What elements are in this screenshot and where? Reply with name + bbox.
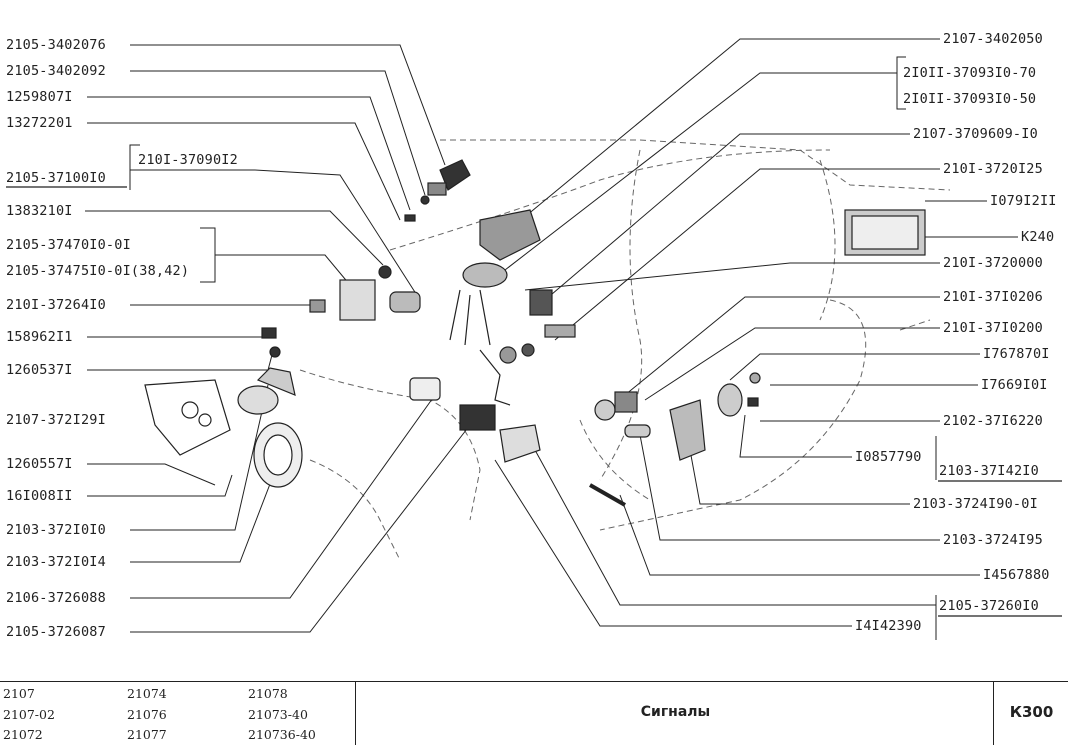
part-label-15896211: 158962I1 bbox=[6, 329, 73, 345]
part-label-17678701: I767870I bbox=[983, 346, 1050, 362]
part-label-2101-3710206: 210I-37I0206 bbox=[943, 289, 1043, 305]
part-label-2103-3724190-01: 2103-3724I90-0I bbox=[913, 496, 1038, 512]
part-instrument-cluster bbox=[844, 209, 926, 256]
part-label-2102-3716220: 2102-37I6220 bbox=[943, 413, 1043, 429]
part-horn-left bbox=[144, 327, 303, 488]
part-label-2105-3726010: 2105-37260I0 bbox=[939, 598, 1039, 614]
part-label-k240: K240 bbox=[1021, 229, 1055, 245]
part-label-12605371: 1260537I bbox=[6, 362, 73, 378]
car-body-outline bbox=[299, 139, 951, 561]
model-code: 2107-02 bbox=[3, 707, 55, 722]
part-label-2103-3721014: 2103-372I0I4 bbox=[6, 554, 106, 570]
part-label-14142390: I4I42390 bbox=[855, 618, 922, 634]
part-label-13272201: 13272201 bbox=[6, 115, 73, 131]
footer-divider bbox=[355, 682, 356, 745]
part-label-12598071: 1259807I bbox=[6, 89, 73, 105]
part-label-14567880: I4567880 bbox=[983, 567, 1050, 583]
part-label-2105-3726087: 2105-3726087 bbox=[6, 624, 106, 640]
model-code: 21072 bbox=[3, 727, 43, 742]
model-code: 21077 bbox=[127, 727, 167, 742]
footer-table: 2107 2107-02 21072 21074 21076 21077 210… bbox=[0, 681, 1068, 745]
parts-diagram bbox=[6, 38, 1062, 640]
part-label-2105-3747010-01: 2105-37470I0-0I bbox=[6, 237, 131, 253]
footer-divider bbox=[993, 682, 994, 745]
part-steering-switch bbox=[404, 159, 576, 406]
part-label-2103-3721010: 2103-372I0I0 bbox=[6, 522, 106, 538]
part-label-2105-3747510-01: 2105-37475I0-0I(38,42) bbox=[6, 263, 190, 279]
part-label-2103-3714210: 2103-37I42I0 bbox=[939, 463, 1039, 479]
part-label-2106-3726088: 2106-3726088 bbox=[6, 590, 106, 606]
part-label-2101-3720125: 210I-3720I25 bbox=[943, 161, 1043, 177]
part-label-10857790: I0857790 bbox=[855, 449, 922, 465]
part-relay bbox=[309, 265, 421, 321]
part-label-2107-3721291: 2107-372I29I bbox=[6, 412, 106, 428]
model-code: 210736-40 bbox=[248, 727, 316, 742]
part-label-21011-3709310-70: 2I0II-37093I0-70 bbox=[903, 65, 1037, 81]
part-label-2103-3724195: 2103-3724I95 bbox=[943, 532, 1043, 548]
model-code: 21073-40 bbox=[248, 707, 308, 722]
leader-lines bbox=[85, 44, 471, 633]
part-label-17669101: I7669I0I bbox=[981, 377, 1048, 393]
part-label-2101-3720000: 210I-3720000 bbox=[943, 255, 1043, 271]
part-label-2101-3710200: 210I-37I0200 bbox=[943, 320, 1043, 336]
part-label-2105-3402076: 2105-3402076 bbox=[6, 37, 106, 53]
part-label-10791211: I079I2II bbox=[990, 193, 1057, 209]
model-code: 2107 bbox=[3, 686, 35, 701]
part-label-13832101: 1383210I bbox=[6, 203, 73, 219]
model-code: 21074 bbox=[127, 686, 167, 701]
part-label-2107-3402050: 2107-3402050 bbox=[943, 31, 1043, 47]
part-label-2105-3402092: 2105-3402092 bbox=[6, 63, 106, 79]
part-label-21011-3709310-50: 2I0II-37093I0-50 bbox=[903, 91, 1037, 107]
part-label-2105-3710010: 2105-37100I0 bbox=[6, 170, 106, 186]
part-label-2101-3726410: 210I-37264I0 bbox=[6, 297, 106, 313]
part-label-2107-3709609-10: 2107-3709609-I0 bbox=[913, 126, 1038, 142]
page-code: К300 bbox=[1009, 703, 1054, 721]
part-label-2101-3709012: 210I-37090I2 bbox=[138, 152, 238, 168]
part-label-12605571: 1260557I bbox=[6, 456, 73, 472]
part-right-lamps bbox=[409, 372, 761, 507]
page-title: Сигналы bbox=[640, 704, 711, 720]
model-code: 21076 bbox=[127, 707, 167, 722]
part-label-16100811: 16I008II bbox=[6, 488, 73, 504]
model-code: 21078 bbox=[248, 686, 288, 701]
